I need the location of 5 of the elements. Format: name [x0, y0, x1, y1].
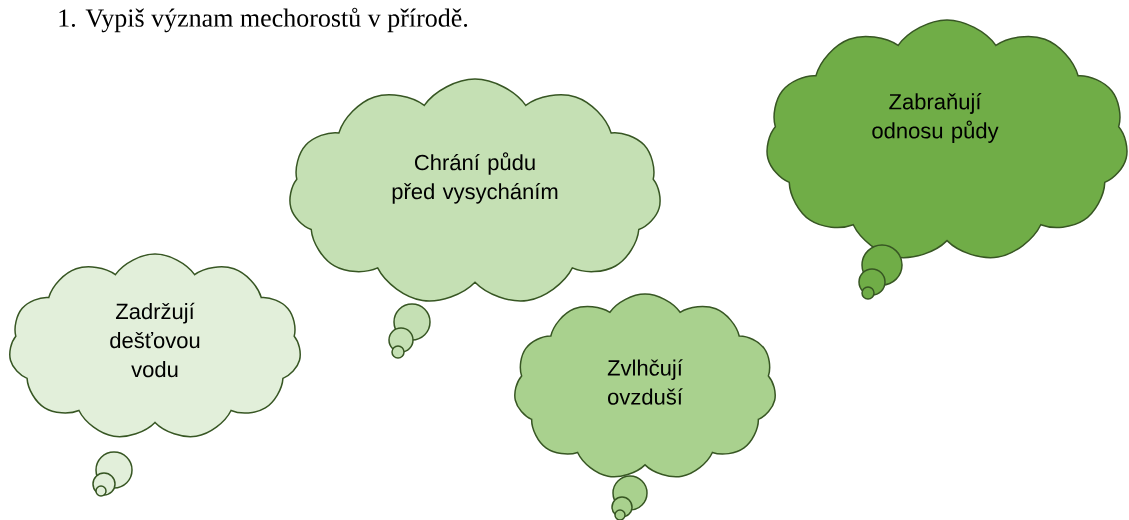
thought-cloud: Zadržují dešťovou vodu	[9, 253, 301, 497]
task-heading: 1. Vypiš význam mechorostů v přírodě.	[59, 7, 468, 33]
thought-cloud: Zvlhčují ovzduší	[514, 293, 776, 520]
thought-cloud: Zabraňují odnosu půdy	[766, 19, 1128, 300]
thought-cloud: Chrání půdu před vysycháním	[289, 78, 661, 359]
